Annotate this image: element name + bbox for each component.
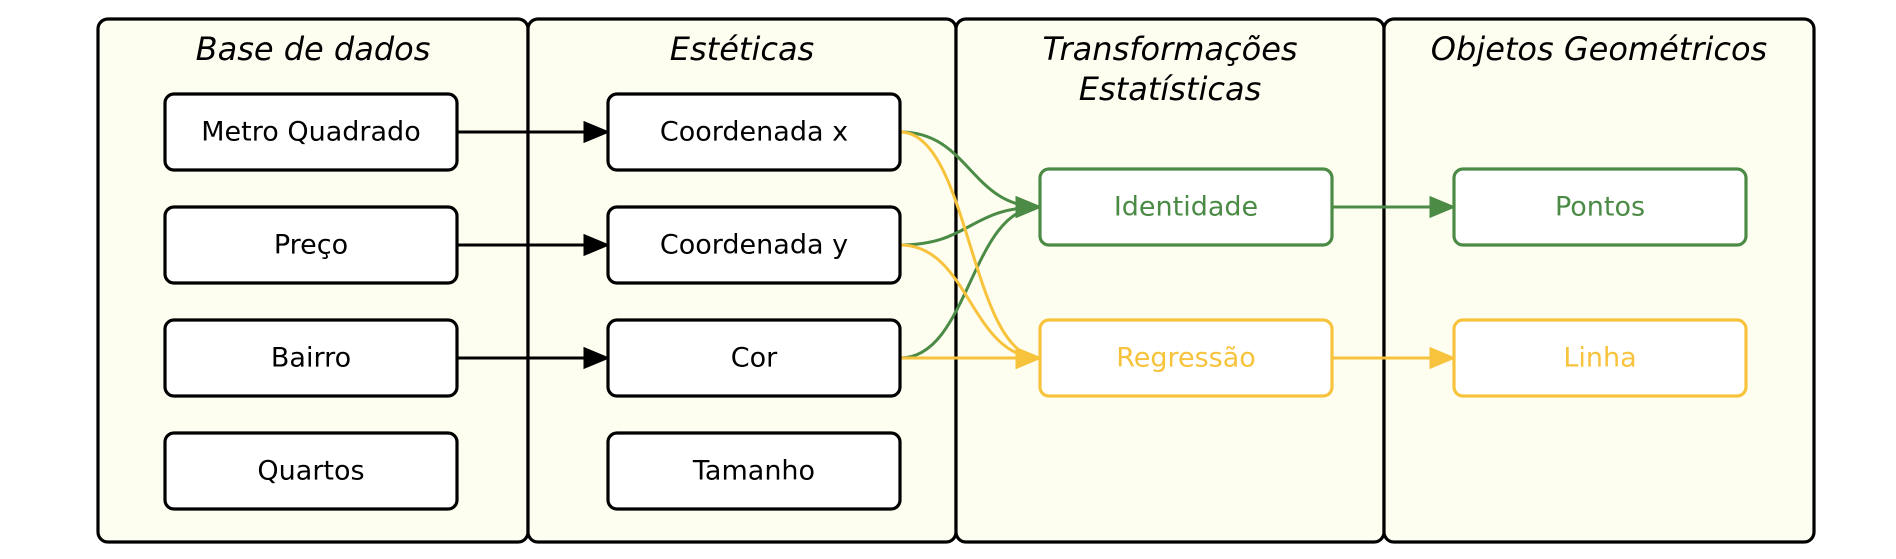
node-box xyxy=(1452,167,1748,247)
node-regressao: Regressão xyxy=(1038,318,1334,398)
node-label: Linha xyxy=(1563,343,1636,374)
node-label: Identidade xyxy=(1114,192,1258,223)
node-identidade: Identidade xyxy=(1038,167,1334,247)
node-box xyxy=(163,92,459,172)
node-coordx: Coordenada x xyxy=(606,92,902,172)
panel-title-line: Base de dados xyxy=(196,30,431,68)
node-label: Preço xyxy=(274,230,348,261)
node-label: Metro Quadrado xyxy=(201,117,420,148)
node-label: Coordenada x xyxy=(660,117,848,148)
node-box xyxy=(1038,167,1334,247)
node-bairro: Bairro xyxy=(163,318,459,398)
node-box xyxy=(1452,318,1748,398)
node-box xyxy=(163,205,459,285)
node-tamanho: Tamanho xyxy=(606,431,902,511)
panel-geom: Objetos Geométricos xyxy=(1382,17,1816,544)
node-linha: Linha xyxy=(1452,318,1748,398)
node-box xyxy=(163,431,459,511)
node-box xyxy=(1038,318,1334,398)
node-coordy: Coordenada y xyxy=(606,205,902,285)
node-box xyxy=(606,205,902,285)
node-quartos: Quartos xyxy=(163,431,459,511)
panel-title-line: Transformações xyxy=(1042,30,1297,68)
panel-title-line: Objetos Geométricos xyxy=(1431,30,1767,68)
node-label: Bairro xyxy=(271,343,351,374)
panel-title-line: Estatísticas xyxy=(1079,70,1261,108)
node-box xyxy=(606,92,902,172)
node-cor: Cor xyxy=(606,318,902,398)
edge-cor-to-identidade xyxy=(899,195,1043,360)
node-label: Tamanho xyxy=(692,456,815,487)
node-label: Quartos xyxy=(257,456,364,487)
node-label: Pontos xyxy=(1555,192,1645,223)
node-label: Cor xyxy=(731,343,778,374)
node-box xyxy=(606,431,902,511)
node-preco: Preço xyxy=(163,205,459,285)
node-pontos: Pontos xyxy=(1452,167,1748,247)
node-label: Regressão xyxy=(1116,343,1256,374)
node-box xyxy=(606,318,902,398)
panel-title-line: Estéticas xyxy=(670,30,814,68)
node-label: Coordenada y xyxy=(660,230,848,261)
node-box xyxy=(163,318,459,398)
node-metro: Metro Quadrado xyxy=(163,92,459,172)
panel-background xyxy=(1382,17,1816,544)
